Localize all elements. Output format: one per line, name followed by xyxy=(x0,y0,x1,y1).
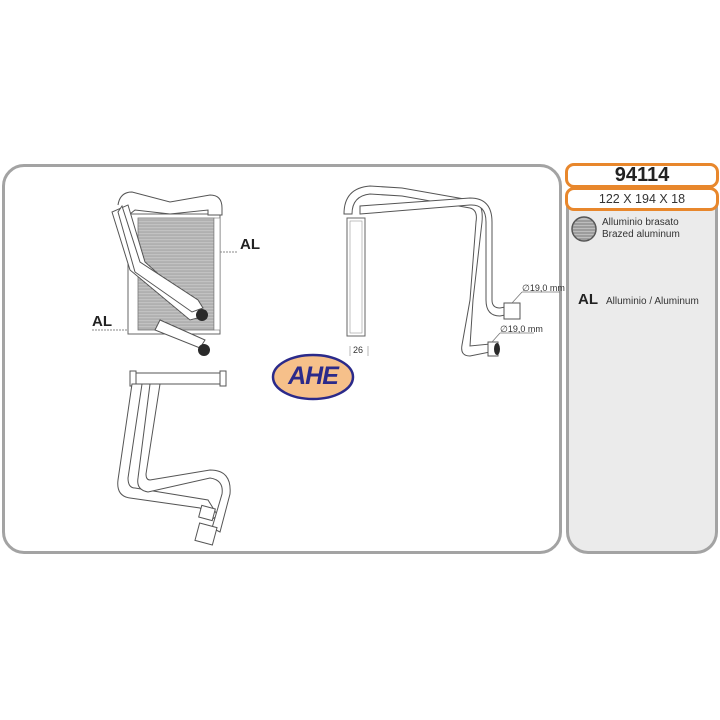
spec-panel xyxy=(566,200,718,554)
product-code: 94114 xyxy=(565,163,719,188)
material-tag: AL xyxy=(578,291,598,308)
core-material-it: Alluminio brasato xyxy=(602,217,679,228)
material-desc: Alluminio / Aluminum xyxy=(606,296,699,307)
pipe-diameter-top: ∅19,0 mm xyxy=(522,283,565,293)
product-dimensions-text: 122 X 194 X 18 xyxy=(598,192,686,206)
product-code-text: 94114 xyxy=(614,164,670,186)
core-depth: 26 xyxy=(353,345,364,355)
ahe-logo xyxy=(271,353,355,401)
top-view xyxy=(117,370,231,546)
core-material-en: Brazed aluminum xyxy=(602,229,680,240)
drawing-panel xyxy=(2,164,562,554)
product-dimensions: 122 X 194 X 18 xyxy=(565,187,719,211)
ahe-logo-text: AHE xyxy=(288,362,339,390)
callout-al-top: AL xyxy=(240,236,260,253)
material-legend: AL Alluminio / Aluminum xyxy=(578,291,699,308)
callout-al-left: AL xyxy=(92,313,112,330)
side-view xyxy=(343,185,560,357)
pipe-diameter-bottom: ∅19,0 mm xyxy=(500,324,543,334)
core-material-legend: Alluminio brasato Brazed aluminum xyxy=(570,215,680,243)
brazed-core-icon xyxy=(571,216,597,242)
front-view xyxy=(92,191,238,356)
